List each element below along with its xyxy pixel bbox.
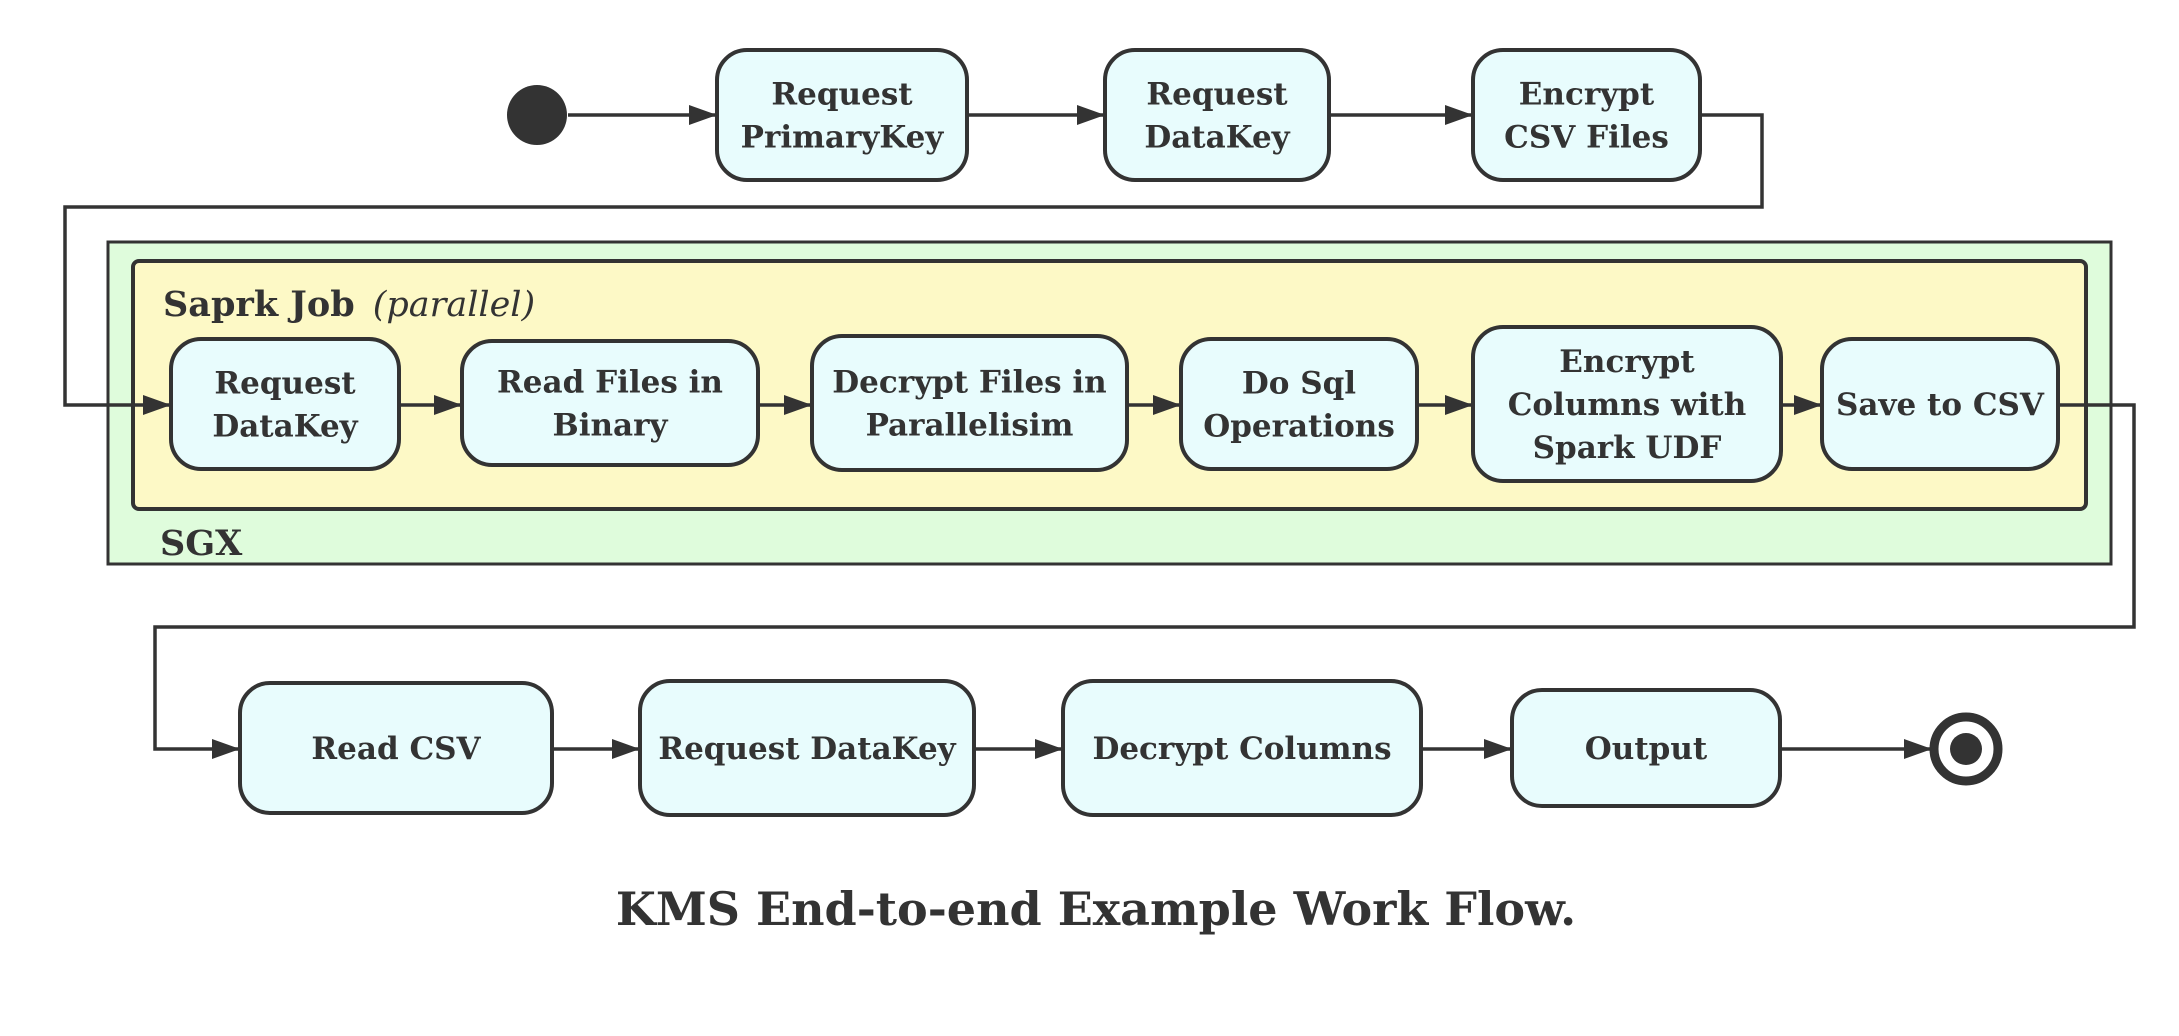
node-box	[1471, 325, 1783, 483]
node-label-line: Read CSV	[311, 731, 481, 767]
nodes-layer: RequestPrimaryKeyRequestDataKeyEncryptCS…	[169, 48, 2060, 817]
node-req-datakey-3: Request DataKey	[638, 679, 976, 817]
node-box	[460, 339, 760, 467]
edge-arrow	[153, 403, 2136, 759]
node-output: Output	[1510, 688, 1782, 808]
node-label-line: Parallelisim	[866, 408, 1074, 444]
spark-job-title: Saprk Job (parallel)	[163, 284, 535, 325]
node-label-line: Encrypt	[1559, 344, 1695, 380]
node-label-line: Request	[1146, 77, 1288, 113]
end-node-icon	[1929, 712, 2003, 786]
node-save-csv: Save to CSV	[1820, 337, 2060, 471]
node-label-line: Output	[1585, 731, 1708, 767]
node-decrypt-columns: Decrypt Columns	[1061, 679, 1423, 817]
node-label-line: Request	[771, 77, 913, 113]
node-label-line: Do Sql	[1242, 366, 1356, 402]
node-label-line: Request	[214, 366, 356, 402]
node-label-line: Columns with	[1508, 387, 1747, 423]
start-node-icon	[507, 85, 567, 145]
node-label-line: CSV Files	[1504, 120, 1669, 156]
node-label-line: Save to CSV	[1836, 387, 2045, 423]
node-label-line: Request DataKey	[658, 731, 956, 767]
node-label-line: PrimaryKey	[741, 120, 945, 156]
edge-arrow	[63, 113, 1764, 415]
node-label-line: DataKey	[1144, 120, 1290, 156]
node-box	[1510, 688, 1782, 808]
node-read-binary: Read Files in Binary	[460, 339, 760, 467]
node-box	[238, 681, 554, 815]
node-label-line: Decrypt Files in	[832, 365, 1106, 401]
node-box	[810, 334, 1129, 472]
spark-job-title-text: Saprk Job	[163, 284, 355, 325]
node-label-line: Spark UDF	[1533, 430, 1722, 466]
node-label-line: Decrypt Columns	[1092, 731, 1391, 767]
node-box	[1179, 337, 1419, 471]
node-label-line: DataKey	[212, 409, 358, 445]
diagram-caption: KMS End-to-end Example Work Flow.	[616, 882, 1576, 936]
node-label-line: Encrypt	[1519, 77, 1655, 113]
node-label-line: Binary	[553, 408, 669, 444]
sgx-label: SGX	[160, 523, 243, 564]
edges-layer	[63, 105, 2136, 759]
node-label-line: Operations	[1203, 409, 1395, 445]
node-box	[169, 337, 401, 471]
node-box	[1820, 337, 2060, 471]
node-box	[1103, 48, 1331, 182]
node-label-line: Read Files in	[497, 365, 723, 401]
node-read-csv: Read CSV	[238, 681, 554, 815]
node-decrypt-parallel: Decrypt Files in Parallelisim	[810, 334, 1129, 472]
node-box	[1061, 679, 1423, 817]
node-box	[638, 679, 976, 817]
node-box	[1471, 48, 1702, 182]
spark-job-qualifier: (parallel)	[373, 285, 535, 325]
node-box	[715, 48, 969, 182]
